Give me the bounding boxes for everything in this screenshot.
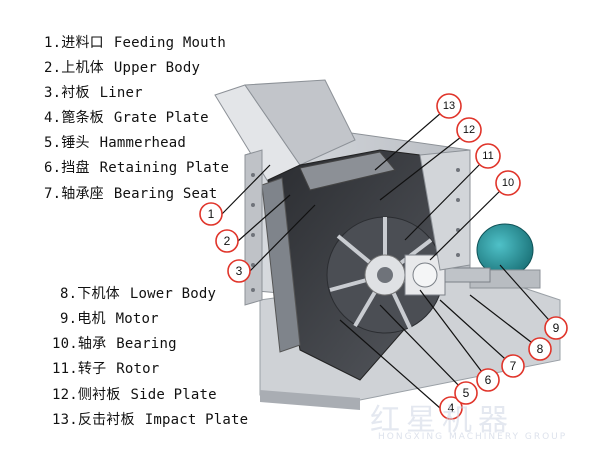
callout-3: 3	[227, 259, 251, 283]
callout-12: 12	[456, 117, 482, 143]
svg-text:11: 11	[482, 150, 493, 162]
svg-text:10: 10	[502, 177, 514, 189]
svg-text:8: 8	[537, 342, 544, 356]
callout-4: 4	[439, 396, 463, 420]
bearing-shape	[412, 262, 438, 288]
callout-1: 1	[199, 202, 223, 226]
svg-text:9: 9	[553, 321, 560, 335]
callout-13: 13	[436, 93, 462, 119]
callout-2: 2	[215, 229, 239, 253]
svg-text:6: 6	[485, 373, 492, 387]
svg-text:3: 3	[236, 264, 243, 278]
side-plate-shape	[419, 149, 471, 271]
shaft	[444, 267, 491, 283]
callout-7: 7	[501, 354, 525, 378]
watermark-cn: 红星机器	[370, 403, 514, 438]
svg-text:1: 1	[208, 207, 215, 221]
leader-lines	[221, 105, 557, 409]
watermark-en: HONGXING MACHINERY GROUP	[378, 432, 568, 442]
svg-text:13: 13	[443, 100, 455, 112]
callout-8: 8	[528, 337, 552, 361]
callout-5: 5	[454, 381, 478, 405]
impact-plate-shape	[299, 151, 396, 191]
svg-text:4: 4	[448, 401, 455, 415]
callout-10: 10	[495, 170, 521, 196]
svg-text:2: 2	[224, 234, 231, 248]
svg-text:5: 5	[463, 386, 470, 400]
callout-11: 11	[475, 143, 501, 169]
svg-text:7: 7	[510, 359, 517, 373]
svg-text:12: 12	[463, 124, 475, 136]
hopper-inner	[244, 79, 356, 166]
callout-6: 6	[476, 368, 500, 392]
base-foot	[260, 390, 360, 410]
callout-9: 9	[544, 316, 568, 340]
bolt-pattern	[251, 168, 460, 292]
liner-shape	[261, 177, 301, 353]
